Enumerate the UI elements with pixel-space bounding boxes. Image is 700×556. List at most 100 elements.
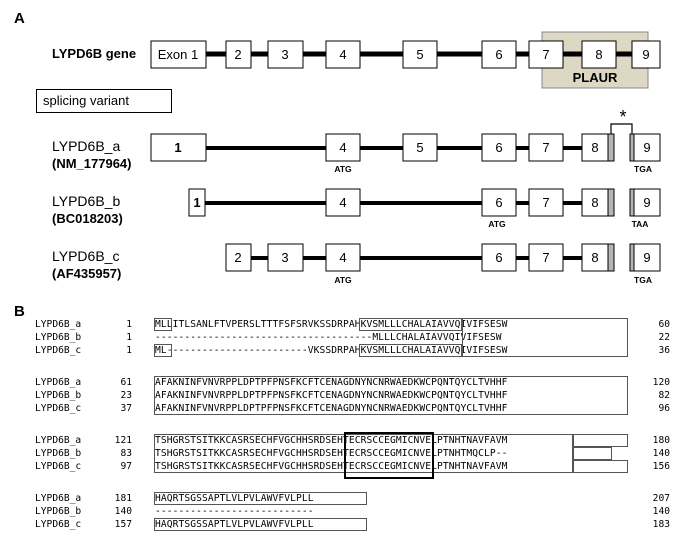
panel-b-label: B xyxy=(14,303,25,320)
gene-exon-7-label: 7 xyxy=(542,47,549,62)
conserved-region-box xyxy=(359,318,463,331)
alignment-row-sequence: TSHGRSTSITKKCASRSECHFVGCHHSRDSEHTECRSCCE… xyxy=(155,448,508,459)
gene-exon-3 xyxy=(267,40,304,69)
variant-c-exon-8 xyxy=(581,243,609,272)
gene-exon-9 xyxy=(631,40,661,69)
conserved-region-box xyxy=(154,518,368,531)
variant-b-exon-9-label: 9 xyxy=(643,195,650,210)
gene-exon-5-label: 5 xyxy=(416,47,423,62)
alignment-row-sequence: TSHGRSTSITKKCASRSECHFVGCHHSRDSEHTECRSCCE… xyxy=(155,461,508,472)
alignment-row-sequence: ML------------------------VKSSDRPAHKVSML… xyxy=(155,345,508,356)
variant-c-exons: 2 3 4 6 7 8 9 ATG TGA xyxy=(225,243,661,285)
variant-a-exon-8-insert xyxy=(607,133,615,162)
variant-c-exon-9-label: 9 xyxy=(643,250,650,265)
alignment-row-name: LYPD6B_a xyxy=(35,377,82,388)
variant-a-exon-7-label: 7 xyxy=(542,140,549,155)
alignment-row-end: 207 xyxy=(652,493,670,504)
variant-c-exon-7-label: 7 xyxy=(542,250,549,265)
conserved-region-box xyxy=(572,434,628,447)
alignment-row-start: 37 xyxy=(120,403,132,414)
gene-exon-8-label: 8 xyxy=(595,47,602,62)
variant-c-exon-4 xyxy=(325,243,361,272)
alignment-row-name: LYPD6B_c xyxy=(35,519,82,530)
conserved-region-box xyxy=(572,460,628,473)
alignment-row-end: 180 xyxy=(652,435,670,446)
alignment-row-start: 181 xyxy=(114,493,132,504)
motif-highlight-box xyxy=(343,432,435,479)
variant-c-exon-6-label: 6 xyxy=(495,250,502,265)
variant-c-start-codon: ATG xyxy=(334,275,352,285)
gene-exon-6 xyxy=(481,40,517,69)
alignment-row-start: 97 xyxy=(120,461,132,472)
variant-c-exon-6 xyxy=(481,243,517,272)
alignment-row-start: 61 xyxy=(120,377,132,388)
variant-a-exon-8-label: 8 xyxy=(591,140,598,155)
variant-b-exon-9 xyxy=(633,188,661,217)
panel-a-label: A xyxy=(14,10,25,27)
variant-a-exon-4-label: 4 xyxy=(339,140,346,155)
gene-exon-4-label: 4 xyxy=(339,47,346,62)
alignment-row-sequence: HAQRTSGSSAPTLVLPVLAWVFVLPLL xyxy=(155,519,314,530)
variant-b-start-codon: ATG xyxy=(488,219,506,229)
conserved-region-box xyxy=(154,344,172,357)
gene-exon-1 xyxy=(150,40,207,69)
variant-b-exon-4-label: 4 xyxy=(339,195,346,210)
variant-c-exon-2-label: 2 xyxy=(234,250,241,265)
variant-a-exon-7 xyxy=(528,133,564,162)
alignment-row-start: 1 xyxy=(126,319,132,330)
variant-b-exon-9-insert xyxy=(629,188,635,217)
variant-b-name: LYPD6B_b xyxy=(52,193,121,209)
conserved-region-box xyxy=(359,344,463,357)
alignment-row-name: LYPD6B_c xyxy=(35,345,82,356)
gene-exon-6-label: 6 xyxy=(495,47,502,62)
variant-c-accession: (AF435957) xyxy=(52,266,122,281)
alignment-row-sequence: HAQRTSGSSAPTLVLPVLAWVFVLPLL xyxy=(155,493,314,504)
alignment-row-end: 36 xyxy=(658,345,670,356)
alignment-row-sequence: AFAKNINFVNVRPPLDPTPFPNSFKCFTCENAGDNYNCNR… xyxy=(155,377,508,388)
alignment-row-name: LYPD6B_b xyxy=(35,448,82,459)
conserved-region-box xyxy=(572,447,613,460)
alignment-row-name: LYPD6B_c xyxy=(35,461,82,472)
variant-b-exon-7-label: 7 xyxy=(542,195,549,210)
alignment-row-start: 121 xyxy=(114,435,132,446)
gene-exon-7 xyxy=(528,40,564,69)
variant-c-exon-9 xyxy=(633,243,661,272)
alignment-row-end: 82 xyxy=(658,390,670,401)
variant-c-name: LYPD6B_c xyxy=(52,248,120,264)
variant-a-stop-codon: TGA xyxy=(634,164,652,174)
conserved-region-box xyxy=(154,318,172,331)
conserved-region-box xyxy=(154,376,628,415)
variant-c-stop-codon: TGA xyxy=(634,275,652,285)
gene-exon-2-label: 2 xyxy=(234,47,241,62)
alignment-row-end: 22 xyxy=(658,332,670,343)
variant-a-exon-6 xyxy=(481,133,517,162)
gene-exons: Exon 1 2 3 4 5 6 7 8 9 xyxy=(150,40,661,69)
variant-b-stop-codon: TAA xyxy=(632,219,649,229)
variant-a-exon-8 xyxy=(581,133,609,162)
variant-c-exon-3 xyxy=(267,243,304,272)
alignment-row-end: 120 xyxy=(652,377,670,388)
splicing-variant-label: splicing variant xyxy=(36,89,172,113)
variant-b-exon-6-label: 6 xyxy=(495,195,502,210)
alignment-row-sequence: --------------------------- xyxy=(155,506,314,517)
alignment-row-name: LYPD6B_a xyxy=(35,319,82,330)
variant-a-exon-6-label: 6 xyxy=(495,140,502,155)
variant-c-exon-4-label: 4 xyxy=(339,250,346,265)
gene-exon-9-label: 9 xyxy=(642,47,649,62)
conserved-region-box xyxy=(462,318,628,357)
variant-a-exon-4 xyxy=(325,133,361,162)
variant-a-name: LYPD6B_a xyxy=(52,138,121,154)
alignment-row-name: LYPD6B_c xyxy=(35,403,82,414)
variant-b-exon-4 xyxy=(325,188,361,217)
variant-a-exon-5-label: 5 xyxy=(416,140,423,155)
